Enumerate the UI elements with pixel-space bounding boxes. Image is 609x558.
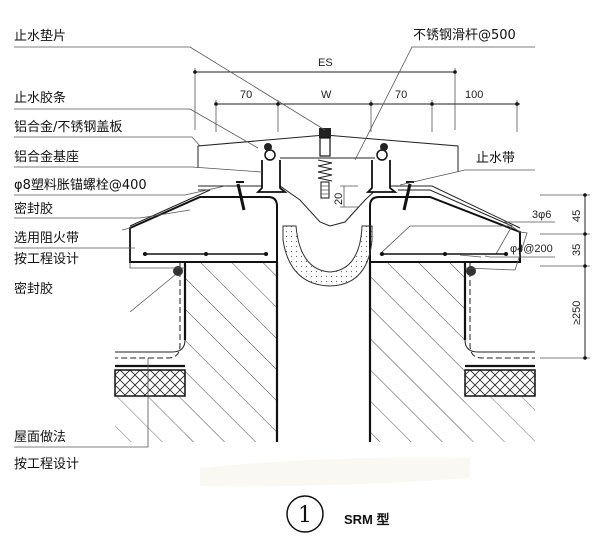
label-fire-barrier-note: 按工程设计 (14, 252, 79, 267)
left-anchor-bolt (236, 181, 246, 211)
left-curb-cap (121, 196, 278, 269)
dim-45: 45 (571, 210, 583, 222)
label-cover-plate: 铝合金/不锈钢盖板 (14, 119, 122, 135)
dim-w: W (321, 89, 332, 101)
dim-20: 20 (333, 193, 345, 205)
label-rebar-top: 3φ6 (532, 209, 551, 221)
drawing-title: 1 SRM 型 (286, 495, 390, 533)
dim-left-70: 70 (240, 89, 252, 101)
label-sealant-lower: 密封胶 (14, 281, 53, 297)
dimension-vertical-right: 45 35 ≥250 (540, 193, 590, 360)
dim-right-100: 100 (465, 89, 483, 101)
left-sealant-bead (173, 266, 183, 276)
dim-35: 35 (571, 244, 583, 256)
label-waterstop-gasket: 止水垫片 (14, 28, 66, 44)
left-concrete-wall (114, 262, 279, 442)
right-concrete-wall (368, 262, 536, 442)
title-number-circle (286, 495, 324, 533)
label-aluminum-base: 铝合金基座 (14, 149, 79, 165)
scan-shade (200, 457, 470, 487)
label-fire-barrier: 选用阻火带 (14, 231, 79, 246)
label-sealant-upper: 密封胶 (14, 201, 53, 217)
dim-es-label: ES (318, 57, 333, 69)
label-roof-construction-note: 按工程设计 (14, 457, 79, 472)
right-sealant-bead (466, 266, 476, 276)
label-waterstop-band: 止水带 (476, 151, 515, 166)
dim-250: ≥250 (571, 301, 583, 325)
title-text: SRM 型 (344, 512, 390, 527)
dimension-es: ES (193, 57, 457, 130)
label-anchor-bolt: φ8塑料胀锚螺栓@400 (14, 178, 147, 193)
label-waterstop-rubber-strip: 止水胶条 (14, 90, 66, 106)
right-curb-cap (369, 196, 528, 271)
dimension-row-2: 70 W 70 100 (214, 89, 520, 132)
slide-bar-spring (317, 128, 333, 199)
dimension-spring-20: 20 (333, 185, 358, 208)
right-leaders (354, 46, 555, 258)
left-leaders (14, 46, 326, 448)
right-aluminum-base (365, 143, 398, 193)
label-roof-construction: 屋面做法 (14, 430, 66, 445)
label-rebar-stirrup: φ4@200 (510, 243, 553, 255)
left-aluminum-base (255, 143, 288, 193)
title-number: 1 (298, 503, 312, 528)
label-stainless-slide-bar: 不锈钢滑杆@500 (413, 28, 516, 43)
fire-barrier-shape (282, 225, 373, 287)
dim-right-70: 70 (395, 89, 407, 101)
